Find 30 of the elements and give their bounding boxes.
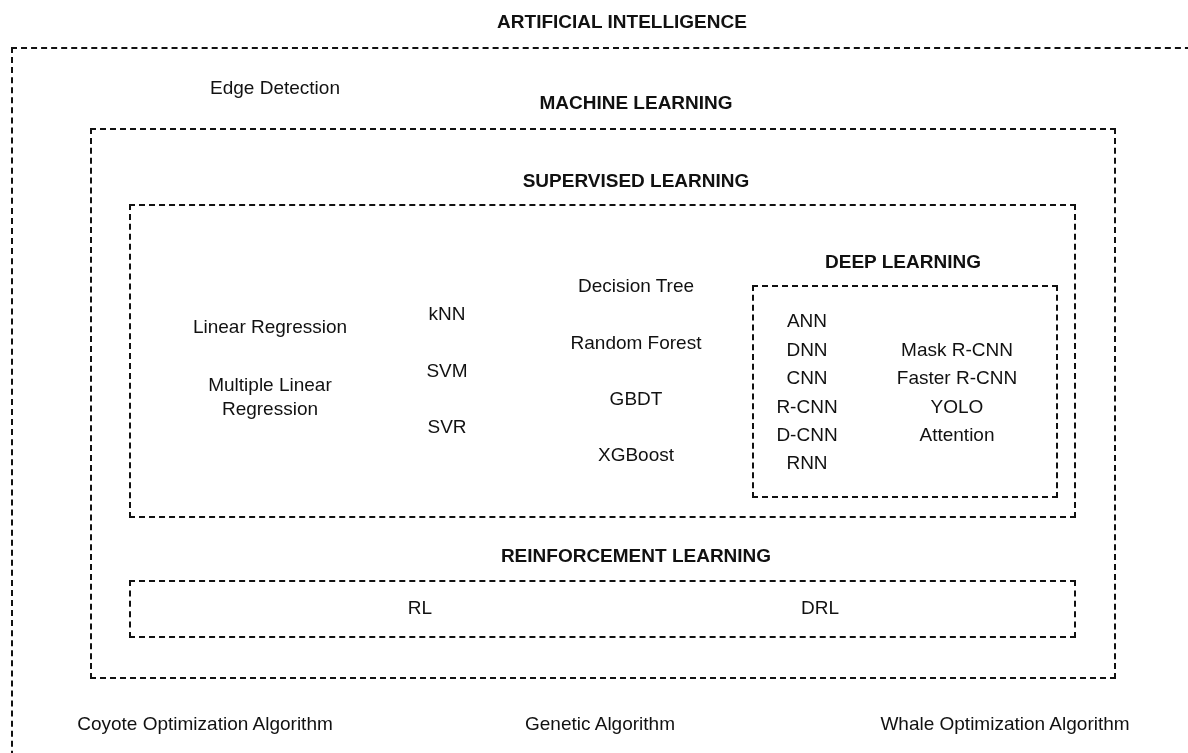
item-label: SVM [426, 359, 468, 383]
item-label: XGBoost [598, 443, 674, 467]
item-label: kNN [428, 302, 466, 326]
item-label: SVR [427, 415, 467, 439]
item-label: Coyote Optimization Algorithm [77, 712, 333, 736]
item-label: Multiple Linear Regression [207, 373, 333, 421]
group-heading: SUPERVISED LEARNING [522, 169, 750, 193]
item-label: Whale Optimization Algorithm [880, 712, 1130, 736]
item-label: Linear Regression [192, 315, 348, 339]
group-heading: MACHINE LEARNING [539, 91, 733, 115]
item-label: Decision Tree [577, 274, 695, 298]
item-label: CNN [786, 366, 828, 390]
item-label: Genetic Algorithm [525, 712, 675, 736]
item-label: D-CNN [776, 423, 838, 447]
item-label: R-CNN [776, 395, 838, 419]
item-label: Edge Detection [210, 76, 340, 100]
item-label: DNN [786, 338, 828, 362]
item-label: RNN [786, 451, 828, 475]
item-label: YOLO [930, 395, 984, 419]
item-label: Random Forest [570, 331, 702, 355]
group-heading: ARTIFICIAL INTELLIGENCE [497, 10, 747, 34]
item-label: DRL [801, 596, 839, 620]
group-heading: REINFORCEMENT LEARNING [500, 544, 772, 568]
group-heading: DEEP LEARNING [825, 250, 981, 274]
item-label: Mask R-CNN [901, 338, 1013, 362]
item-label: RL [407, 596, 433, 620]
item-label: Faster R-CNN [896, 366, 1018, 390]
item-label: ANN [786, 309, 828, 333]
item-label: Attention [919, 423, 995, 447]
item-label: GBDT [609, 387, 663, 411]
